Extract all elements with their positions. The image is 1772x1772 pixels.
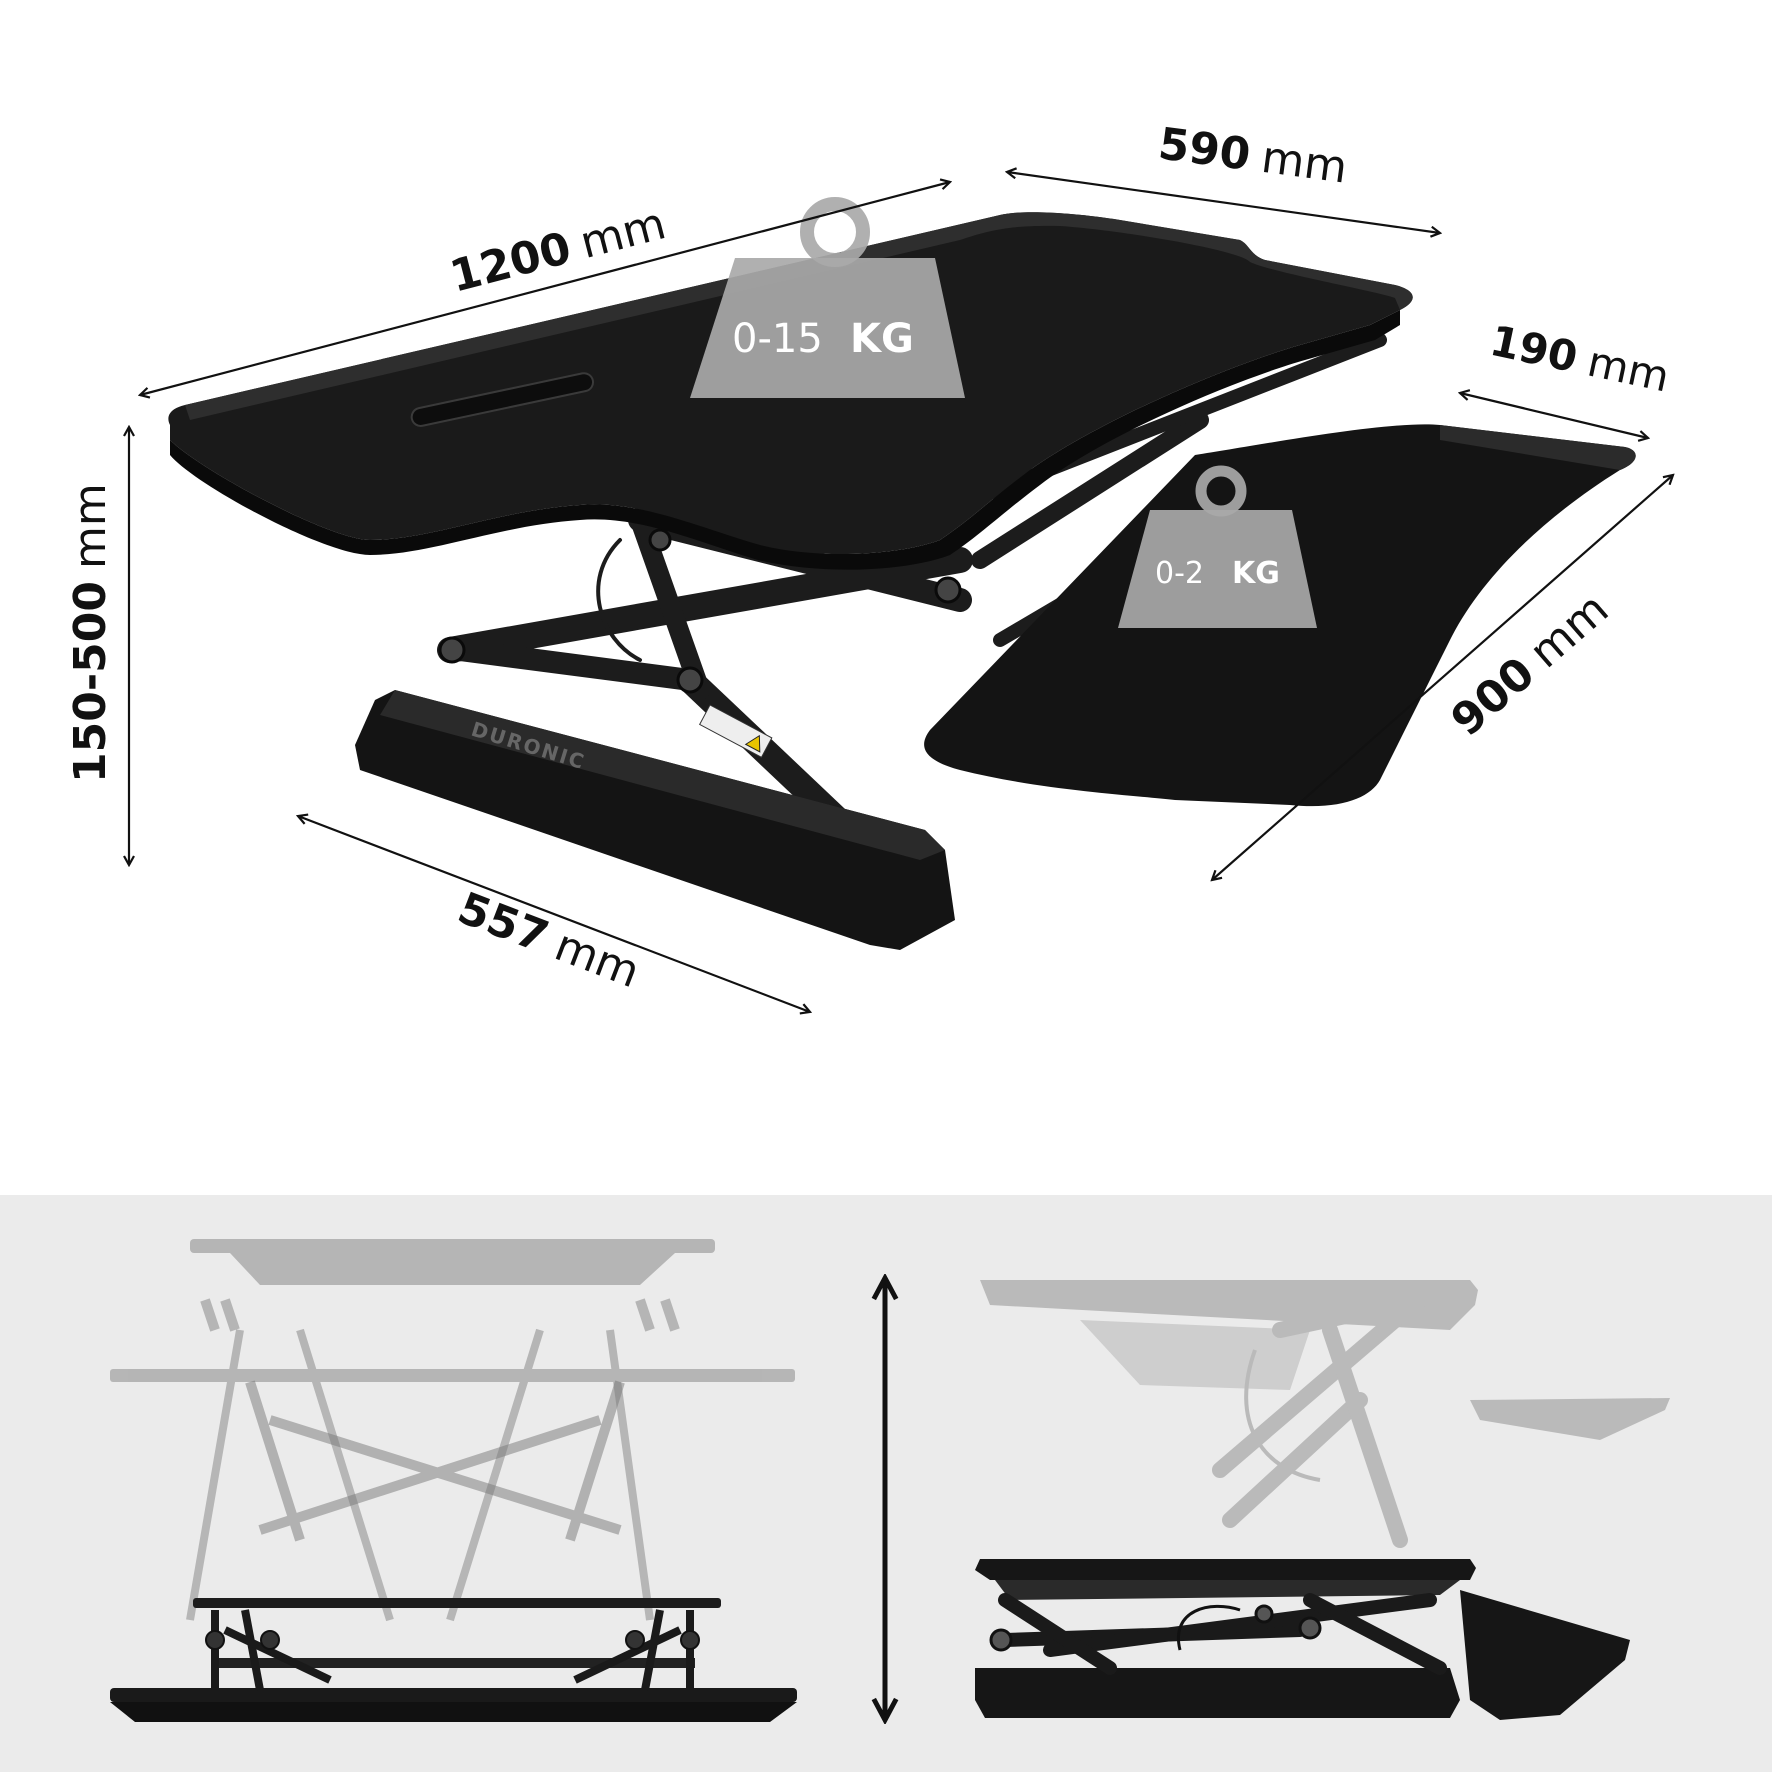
front-view-illustration: [110, 1239, 797, 1722]
pivot-bolts: [438, 528, 962, 694]
keyboard-load-unit: KG: [1232, 556, 1280, 591]
height-range-label: 150-500mm: [65, 483, 116, 783]
desktop-load-range: 0-15: [732, 316, 823, 362]
depth-arrow: [1007, 172, 1440, 233]
desktop-load-unit: KG: [850, 316, 914, 362]
width-label: 1200mm: [445, 198, 671, 303]
keyboard-depth-arrow: [1460, 393, 1648, 438]
keyboard-load-range: 0-2: [1155, 556, 1204, 591]
warning-label: [698, 704, 773, 758]
keyboard-width-arrow: [1212, 475, 1673, 880]
dimension-arrows: [129, 172, 1673, 1012]
base-length-label: 557mm: [451, 883, 646, 999]
width-arrow: [140, 182, 950, 395]
base-length-arrow: [298, 816, 810, 1012]
keyboard-depth-label: 190mm: [1486, 316, 1674, 402]
side-view-illustration: [975, 1280, 1670, 1720]
